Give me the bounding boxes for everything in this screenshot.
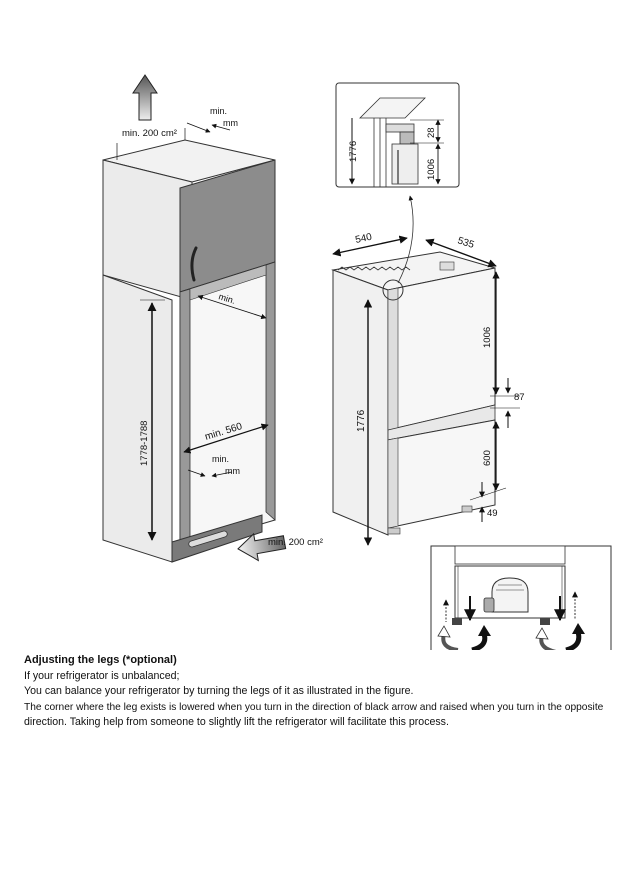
adjusting-legs-heading: Adjusting the legs (*optional): [24, 654, 177, 666]
vent-bottom-label: min. 200 cm²: [268, 537, 323, 548]
vent-up-arrow-icon: [132, 74, 158, 121]
vent-top-label: min. 200 cm²: [122, 128, 177, 139]
adjusting-legs-line-4: direction. Taking help from someone to s…: [24, 716, 449, 728]
fridge-width-label: 540: [354, 232, 373, 246]
fridge-bottom-gap-label: 49: [487, 508, 498, 519]
leg-rotate-filled-right-icon: [565, 623, 585, 650]
cabinet-drawing: [102, 128, 276, 563]
adjusting-legs-line-3: The corner where the leg exists is lower…: [24, 701, 604, 713]
bottom-gap-min-label: min.: [212, 454, 229, 464]
leg-adjustment-inset: [430, 545, 612, 650]
bottom-gap-unit-label: mm: [225, 466, 240, 476]
compressor-icon: [483, 577, 529, 613]
hinge-detail-inset: [335, 82, 460, 188]
vent-side-arrow-icon: [237, 532, 287, 562]
adjusting-legs-line-2: You can balance your refrigerator by tur…: [24, 685, 414, 697]
adjusting-legs-line-1: If your refrigerator is unbalanced;: [24, 669, 180, 682]
door-handle-icon: [190, 246, 198, 282]
fridge-middle-gap-label: 87: [514, 392, 525, 403]
fridge-depth-label: 535: [456, 235, 476, 251]
top-gap-unit-label: mm: [223, 118, 238, 128]
installation-figure: min. 200 cm² min. mm min. min. 560 1778-…: [102, 74, 612, 650]
fridge-lower-height-label: 600: [482, 450, 493, 466]
fridge-upper-door: [387, 267, 496, 431]
height-label: 1778-1788: [139, 421, 150, 466]
detail-upper-height-label: 1006: [426, 159, 437, 180]
detail-top-gap-label: 28: [426, 127, 437, 138]
fridge-height-label: 1776: [356, 409, 367, 432]
leg-rotate-open-right-icon: [535, 627, 557, 650]
hinge-detail-marker: [382, 279, 404, 301]
leg-rotate-open-left-icon: [437, 625, 459, 650]
fridge-drawing: [331, 195, 496, 536]
inner-width-min-label: min.: [217, 291, 236, 306]
adjusting-legs-section: Adjusting the legs (*optional) If your r…: [24, 653, 619, 731]
leg-rotate-filled-left-icon: [471, 625, 491, 650]
fridge-upper-height-label: 1006: [482, 327, 493, 348]
detail-height-label: 1776: [348, 141, 359, 162]
top-gap-min-label: min.: [210, 106, 227, 116]
